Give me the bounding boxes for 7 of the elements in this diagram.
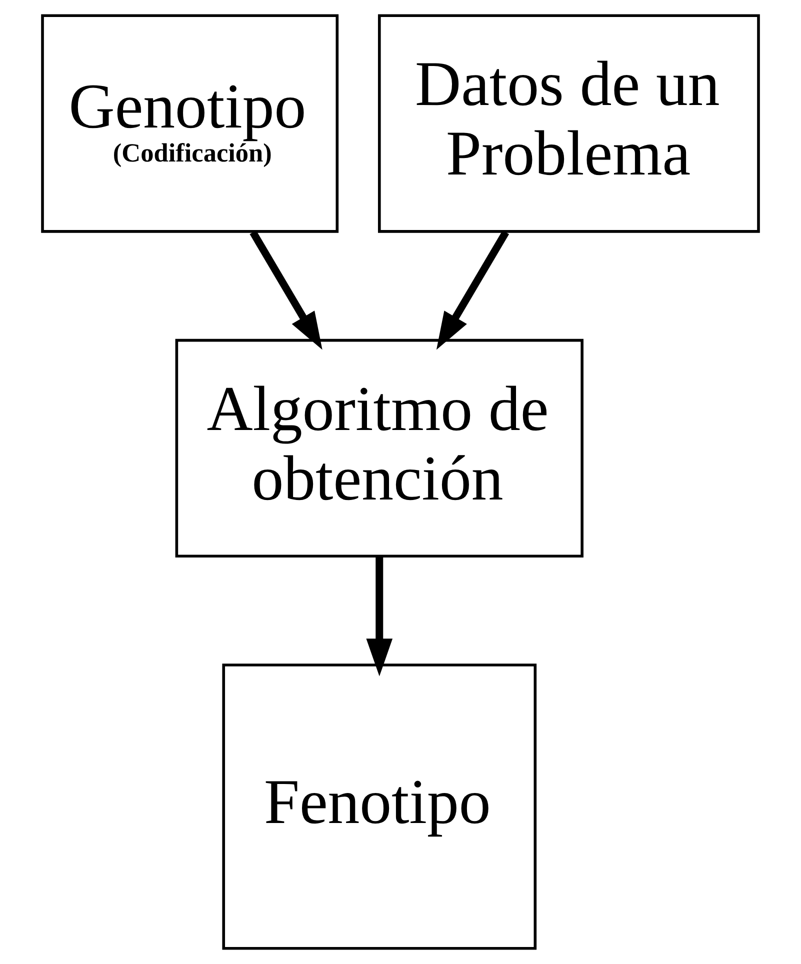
node-box: Algoritmo de obtención <box>175 338 584 558</box>
node-box: Datos de un Problema <box>378 14 760 233</box>
node-box: Genotipo (Codificación) <box>41 14 339 233</box>
arrow <box>436 230 510 350</box>
arrow <box>250 230 322 350</box>
node-box: Fenotipo <box>222 664 537 950</box>
arrow <box>366 556 393 676</box>
